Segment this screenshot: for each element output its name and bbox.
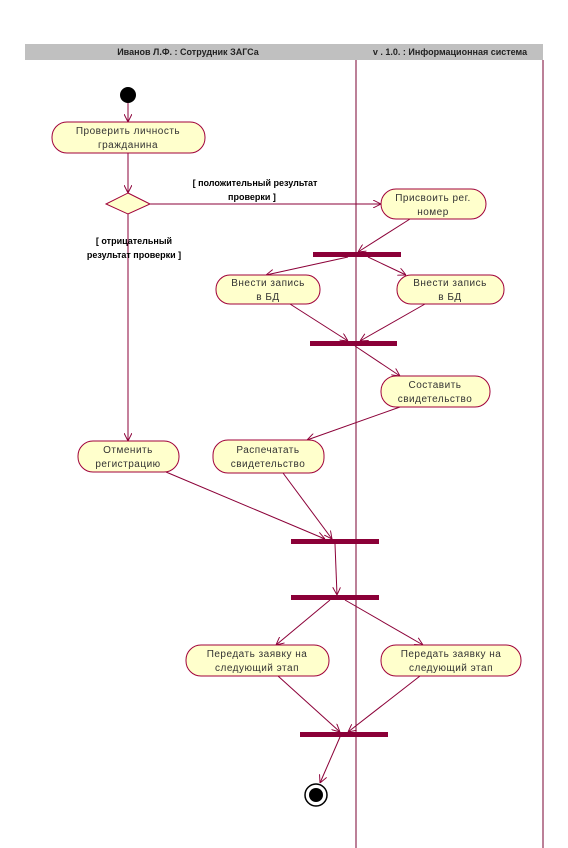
swimlane-header bbox=[25, 44, 543, 60]
svg-text:Проверить личность: Проверить личность bbox=[76, 126, 180, 137]
swimlane-title-system: v . 1.0. : Информационная система bbox=[373, 47, 528, 57]
flow-fork2-pass-left bbox=[276, 599, 331, 645]
svg-text:гражданина: гражданина bbox=[98, 140, 158, 151]
svg-text:Составить: Составить bbox=[408, 380, 461, 391]
svg-text:в БД: в БД bbox=[256, 292, 279, 303]
svg-text:Отменить: Отменить bbox=[103, 445, 153, 456]
flow-join2-fork2 bbox=[335, 543, 337, 595]
flow-fork1-record-right bbox=[367, 256, 406, 275]
flow-pass-right-join3 bbox=[348, 675, 421, 732]
join-bar-1 bbox=[310, 341, 397, 346]
svg-text:Внести запись: Внести запись bbox=[413, 278, 487, 289]
activity-assign-number: Присвоить рег. номер bbox=[380, 188, 487, 220]
flow-join3-end bbox=[320, 736, 341, 783]
flow-join1-compose bbox=[354, 345, 400, 376]
svg-text:следующий этап: следующий этап bbox=[215, 663, 299, 674]
guard-positive-result: [ положительный результат проверки ] bbox=[193, 178, 318, 202]
flow-cancel-join2 bbox=[165, 471, 325, 539]
svg-text:номер: номер bbox=[417, 207, 449, 218]
svg-text:свидетельство: свидетельство bbox=[398, 394, 473, 405]
end-node bbox=[304, 783, 328, 807]
svg-text:[ отрицательный: [ отрицательный bbox=[96, 236, 172, 246]
activity-cancel-registration: Отменить регистрацию bbox=[77, 440, 180, 473]
start-node bbox=[120, 87, 136, 103]
flow-print-join2 bbox=[282, 472, 332, 539]
activity-verify-identity: Проверить личность гражданина bbox=[51, 121, 206, 154]
fork-bar-1 bbox=[313, 252, 401, 257]
flow-fork1-record-left bbox=[266, 256, 349, 275]
svg-text:Передать заявку на: Передать заявку на bbox=[401, 649, 502, 660]
svg-text:Присвоить рег.: Присвоить рег. bbox=[395, 193, 471, 204]
svg-text:проверки ]: проверки ] bbox=[228, 192, 276, 202]
fork-bar-2 bbox=[291, 595, 379, 600]
activity-pass-request-right: Передать заявку на следующий этап bbox=[380, 644, 522, 677]
join-bar-3 bbox=[300, 732, 388, 737]
svg-text:следующий этап: следующий этап bbox=[409, 663, 493, 674]
svg-text:[ положительный результат: [ положительный результат bbox=[193, 178, 318, 188]
svg-text:Распечатать: Распечатать bbox=[236, 445, 299, 456]
flow-fork2-pass-right bbox=[344, 599, 423, 645]
svg-text:в БД: в БД bbox=[438, 292, 461, 303]
flow-assign-fork1 bbox=[358, 218, 411, 252]
activity-record-db-left: Внести запись в БД bbox=[215, 274, 321, 305]
activity-pass-request-left: Передать заявку на следующий этап bbox=[185, 644, 330, 677]
activity-compose-certificate: Составить свидетельство bbox=[380, 375, 491, 408]
join-bar-2 bbox=[291, 539, 379, 544]
svg-text:результат проверки ]: результат проверки ] bbox=[87, 250, 181, 260]
svg-text:Внести запись: Внести запись bbox=[231, 278, 305, 289]
flow-compose-print bbox=[307, 406, 401, 440]
decision-node bbox=[104, 192, 152, 215]
activity-print-certificate: Распечатать свидетельство bbox=[212, 439, 325, 474]
svg-text:регистрацию: регистрацию bbox=[95, 459, 160, 470]
guard-negative-result: [ отрицательный результат проверки ] bbox=[87, 236, 181, 260]
svg-text:свидетельство: свидетельство bbox=[231, 459, 306, 470]
svg-text:Передать заявку на: Передать заявку на bbox=[207, 649, 308, 660]
flow-pass-left-join3 bbox=[277, 675, 340, 732]
swimlane-title-employee: Иванов Л.Ф. : Сотрудник ЗАГСа bbox=[117, 47, 260, 57]
flow-record-right-join1 bbox=[360, 303, 426, 341]
activity-record-db-right: Внести запись в БД bbox=[396, 274, 505, 305]
flow-record-left-join1 bbox=[289, 303, 348, 341]
